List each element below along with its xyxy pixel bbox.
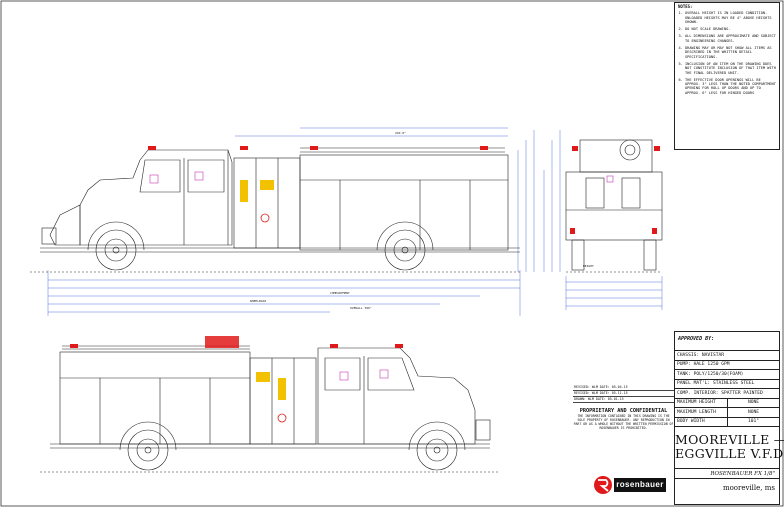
tank-row: TANK: POLY/1250/30(FOAM) <box>675 370 779 380</box>
notes-box: NOTES: OVERALL HEIGHT IS IN LOADED CONDI… <box>674 2 780 150</box>
notes-header: NOTES: <box>678 4 693 9</box>
note-item: DRAWING MAY OR MAY NOT SHOW ALL ITEMS AS… <box>685 46 776 59</box>
revision-row: REVISED: WLM DATE: 05-11-15 <box>573 391 674 397</box>
proprietary-notice: PROPRIETARY AND CONFIDENTIAL THE INFORMA… <box>573 408 674 452</box>
pump-value: PUMP: HALE 1250 GPM <box>677 362 730 368</box>
note-item: DO NOT SCALE DRAWING. <box>685 27 776 31</box>
side-view-driver-lights <box>148 146 488 223</box>
side-view-dimensions <box>47 127 535 316</box>
max-height-value: NONE <box>747 400 760 406</box>
chassis-value: CHASSIS: NAVISTAR <box>677 352 725 358</box>
dim-compartment: COMPARTMENT <box>330 291 350 295</box>
title-block: APPROVED BY: CHASSIS: NAVISTAR PUMP: HAL… <box>674 331 784 505</box>
customer-name: MOOREVILLE — EGGVILLE V.F.D., MS <box>675 427 784 469</box>
rear-view-dimensions <box>543 130 663 310</box>
side-view-officer <box>40 345 500 473</box>
side-view-driver <box>30 147 520 273</box>
rosenbauer-logo-icon <box>594 476 612 494</box>
proprietary-heading: PROPRIETARY AND CONFIDENTIAL <box>579 408 668 414</box>
proprietary-body: THE INFORMATION CONTAINED IN THIS DRAWIN… <box>573 414 674 430</box>
revision-row: DRAWN: WLM DATE: 05-01-15 <box>573 397 674 403</box>
rear-view <box>565 139 663 273</box>
body-width-row: BODY WIDTH 101" <box>675 417 779 427</box>
max-height-label: MAXIMUM HEIGHT <box>675 398 728 407</box>
side-view-officer-lights <box>70 336 403 423</box>
customer-line-2: EGGVILLE V.F.D., MS <box>675 446 784 461</box>
revision-block: REVISED: WLM DATE: 05-04-15 REVISED: WLM… <box>573 385 674 403</box>
note-item: INCLUSION OF AN ITEM ON THE DRAWING DOES… <box>685 62 776 75</box>
customer-line-1: MOOREVILLE — <box>675 432 784 447</box>
note-item: THE EFFECTIVE DOOR OPENINGS WILL BE APPR… <box>685 78 776 95</box>
revision-row: REVISED: WLM DATE: 05-04-15 <box>573 385 674 391</box>
panel-value: PANEL MAT'L: STAINLESS STEEL <box>677 381 755 387</box>
dim-wheelbase: WHEELBASE <box>250 299 267 303</box>
comp-interior-row: COMP. INTERIOR: SPATTER PAINTED <box>675 389 779 399</box>
max-length-row: MAXIMUM LENGTH NONE <box>675 408 779 418</box>
dim-top-overall: 240.0" <box>395 131 406 135</box>
rosenbauer-logo-text: rosenbauer <box>614 478 666 492</box>
location-label: mooreville, ms <box>722 483 775 492</box>
tank-value: TANK: POLY/1250/30(FOAM) <box>677 371 744 377</box>
body-width-label: BODY WIDTH <box>675 417 728 426</box>
comp-interior-value: COMP. INTERIOR: SPATTER PAINTED <box>677 390 763 396</box>
max-length-value: NONE <box>747 409 760 415</box>
note-item: OVERALL HEIGHT IS IN LOADED CONDITION. U… <box>685 11 776 24</box>
dim-rear-height: HEIGHT <box>583 264 594 268</box>
dim-bottom-overall: OVERALL 396" <box>350 306 372 310</box>
approved-by: APPROVED BY: <box>675 332 779 351</box>
body-width-value: 101" <box>747 419 760 425</box>
note-item: ALL DIMENSIONS ARE APPROXIMATE AND SUBJE… <box>685 34 776 43</box>
panel-row: PANEL MAT'L: STAINLESS STEEL <box>675 380 779 389</box>
rear-view-lights <box>570 146 660 234</box>
chassis-row: CHASSIS: NAVISTAR <box>675 351 779 361</box>
model-label: ROSENBAUER FX 1/8" <box>675 469 779 479</box>
max-length-label: MAXIMUM LENGTH <box>675 408 728 417</box>
pump-row: PUMP: HALE 1250 GPM <box>675 361 779 370</box>
max-height-row: MAXIMUM HEIGHT NONE <box>675 398 779 408</box>
